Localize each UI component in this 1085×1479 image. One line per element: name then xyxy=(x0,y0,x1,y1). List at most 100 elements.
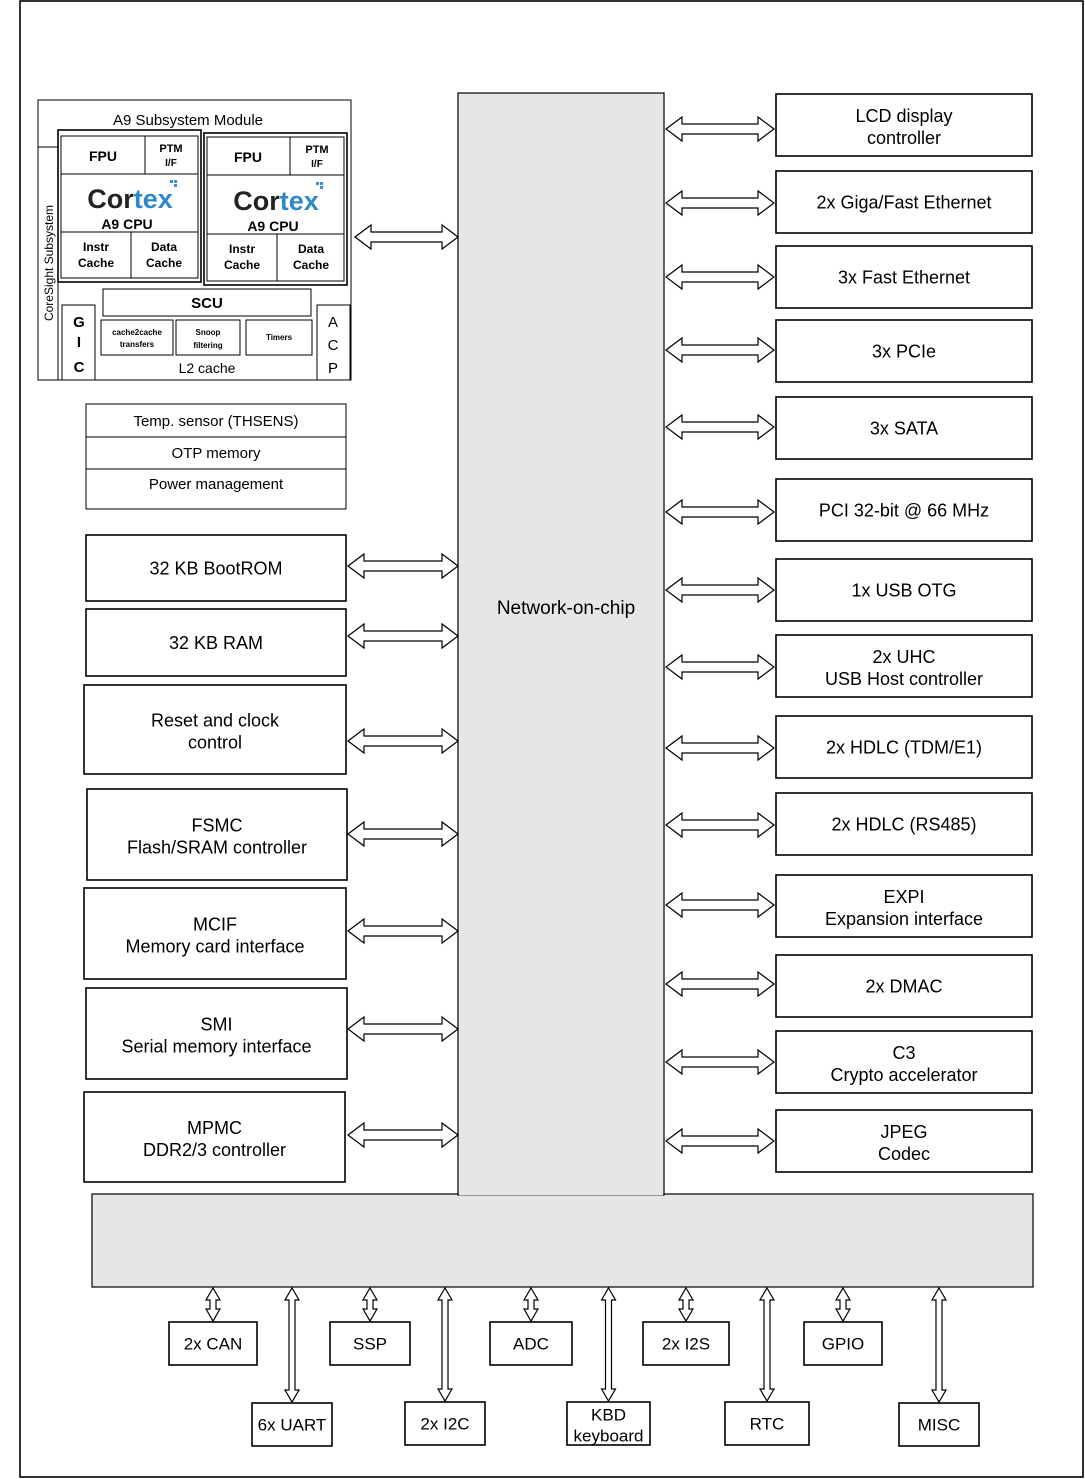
l2-cache-label: L2 cache xyxy=(179,360,236,376)
bottom-block-2x-i2c: 2x I2C xyxy=(404,1401,486,1446)
left-block-32-kb-bootrom-label: 32 KB BootROM xyxy=(149,558,282,578)
right-block-expi-box xyxy=(775,874,1033,938)
scu-label: SCU xyxy=(191,295,223,312)
right-block-3x-sata: 3x SATA xyxy=(775,396,1033,460)
cpu-core-1-dcache-line2: Cache xyxy=(146,256,182,270)
left-block-reset-and-clock-box xyxy=(83,684,347,775)
arrow-bottom-2x-i2c xyxy=(436,1286,454,1403)
arrow-bottom-misc xyxy=(930,1286,948,1404)
arrow-bottom-2x-can xyxy=(204,1286,222,1323)
cpu-core-2-ptm-box xyxy=(289,136,345,176)
left-block-fsmc-label: FSMC xyxy=(192,816,243,836)
left-block-mcif-box xyxy=(83,887,347,980)
acp-letter-1: A xyxy=(328,314,338,331)
a9-subsystem-module: A9 Subsystem Module CoreSight Subsystem … xyxy=(37,99,352,381)
cpu-core-1-icache-line2: Cache xyxy=(78,256,114,270)
left-block-mpmc-box xyxy=(83,1091,346,1183)
right-block-2x-dmac: 2x DMAC xyxy=(775,954,1033,1018)
right-block-lcd-display-box xyxy=(775,93,1033,157)
right-block-2x-hdlc-tdm-e1-label: 2x HDLC (TDM/E1) xyxy=(826,737,982,757)
arrow-right-3x-fast-ethernet xyxy=(665,263,775,291)
right-block-3x-sata-box xyxy=(775,396,1033,460)
arrow-bottom-2x-i2s xyxy=(677,1286,695,1323)
cpu-core-1-icache-line1: Instr xyxy=(83,240,109,254)
arrow-right-pci-32-bit-66-mhz xyxy=(665,498,775,526)
right-block-3x-pcie: 3x PCIe xyxy=(775,319,1033,383)
right-block-2x-hdlc-tdm-e1: 2x HDLC (TDM/E1) xyxy=(775,715,1033,779)
right-block-c3-label: C3 xyxy=(892,1043,915,1063)
bottom-block-2x-i2s: 2x I2S xyxy=(642,1321,730,1366)
right-block-lcd-display-sublabel: controller xyxy=(867,128,941,148)
bottom-block-2x-can-label: 2x CAN xyxy=(184,1335,243,1354)
cpu-core-2-logo: Cortex xyxy=(233,186,319,216)
right-block-2x-hdlc-rs485-label: 2x HDLC (RS485) xyxy=(831,814,976,834)
right-block-2x-giga-fast-ethernet-label: 2x Giga/Fast Ethernet xyxy=(816,192,991,212)
right-block-1x-usb-otg-box xyxy=(775,558,1033,622)
left-block-32-kb-ram-label: 32 KB RAM xyxy=(169,633,263,653)
cpu-core-1-label: A9 CPU xyxy=(101,216,152,232)
cpu-core-1: FPU PTM I/F Cortex A9 CPU Instr Cache Da… xyxy=(57,129,202,283)
left-block-reset-and-clock-sublabel: control xyxy=(188,733,242,753)
bottom-block-kbd-label: KBD xyxy=(591,1406,626,1425)
arrow-left-smi xyxy=(347,1015,459,1043)
cpu-core-1-cortex-box xyxy=(60,173,199,233)
cpu-core-2-icache-box xyxy=(206,233,278,282)
a9-subsystem-title: A9 Subsystem Module xyxy=(113,112,263,129)
right-block-pci-32-bit-66-mhz: PCI 32-bit @ 66 MHz xyxy=(775,478,1033,542)
arrow-bottom-kbd xyxy=(600,1286,617,1403)
right-block-2x-uhc-box xyxy=(775,634,1033,698)
bottom-block-misc: MISC xyxy=(898,1402,980,1447)
arrow-right-2x-uhc xyxy=(665,653,775,681)
arrow-right-lcd-display xyxy=(665,115,775,143)
right-block-2x-uhc-label: 2x UHC xyxy=(872,647,935,667)
peripheral-bus xyxy=(91,1193,1034,1288)
cpu-core-2-fpu: FPU xyxy=(234,149,262,165)
right-block-jpeg-box xyxy=(775,1109,1033,1173)
gic-letter-1: G xyxy=(73,314,85,331)
cpu-core-1-fpu: FPU xyxy=(89,148,117,164)
cpu-core-2: FPU PTM I/F Cortex A9 CPU Instr Cache Da… xyxy=(203,132,348,286)
arrow-bottom-rtc xyxy=(758,1286,776,1403)
right-block-expi-sublabel: Expansion interface xyxy=(825,909,983,929)
l2-timers-box xyxy=(245,319,313,356)
cpu-core-2-ptm-line2: I/F xyxy=(311,159,323,170)
right-block-2x-hdlc-tdm-e1-box xyxy=(775,715,1033,779)
left-block-32-kb-ram-box xyxy=(85,608,347,677)
bottom-block-6x-uart-label: 6x UART xyxy=(258,1416,327,1435)
bottom-block-gpio: GPIO xyxy=(803,1321,883,1366)
arrow-left-mpmc xyxy=(347,1121,459,1149)
bus-arrows xyxy=(204,115,948,1404)
cpu-core-1-logo-dots xyxy=(170,180,177,187)
cpu-core-2-dcache-box xyxy=(276,233,345,282)
arrow-right-2x-hdlc-tdm-e1 xyxy=(665,734,775,762)
misc-stack-frame xyxy=(85,403,347,510)
l2-cache2cache-line2: transfers xyxy=(120,340,155,349)
bottom-block-2x-i2c-label: 2x I2C xyxy=(420,1415,469,1434)
right-block-pci-32-bit-66-mhz-label: PCI 32-bit @ 66 MHz xyxy=(819,500,989,520)
coresight-label: CoreSight Subsystem xyxy=(42,205,56,321)
bottom-block-2x-i2s-label: 2x I2S xyxy=(662,1335,710,1354)
bottom-block-adc-label: ADC xyxy=(513,1335,549,1354)
left-block-smi-box xyxy=(85,987,348,1080)
cpu-core-1-icache-box xyxy=(60,231,132,279)
l2-cache2cache-line1: cache2cache xyxy=(112,328,162,337)
otp-memory-label: OTP memory xyxy=(172,445,261,462)
bottom-block-ssp: SSP xyxy=(329,1321,411,1366)
bottom-block-adc-box xyxy=(489,1321,573,1366)
cpu-core-2-dcache-line1: Data xyxy=(298,242,324,256)
acp-letter-3: P xyxy=(328,360,338,377)
l2-snoop-box xyxy=(175,319,241,356)
bottom-block-gpio-label: GPIO xyxy=(822,1335,865,1354)
bottom-block-6x-uart: 6x UART xyxy=(251,1402,333,1447)
arrow-left-mcif xyxy=(347,917,459,945)
network-on-chip-column xyxy=(457,92,665,1196)
cpu-core-1-ptm-line2: I/F xyxy=(165,158,177,169)
misc-stack: Temp. sensor (THSENS) OTP memory Power m… xyxy=(85,403,347,510)
